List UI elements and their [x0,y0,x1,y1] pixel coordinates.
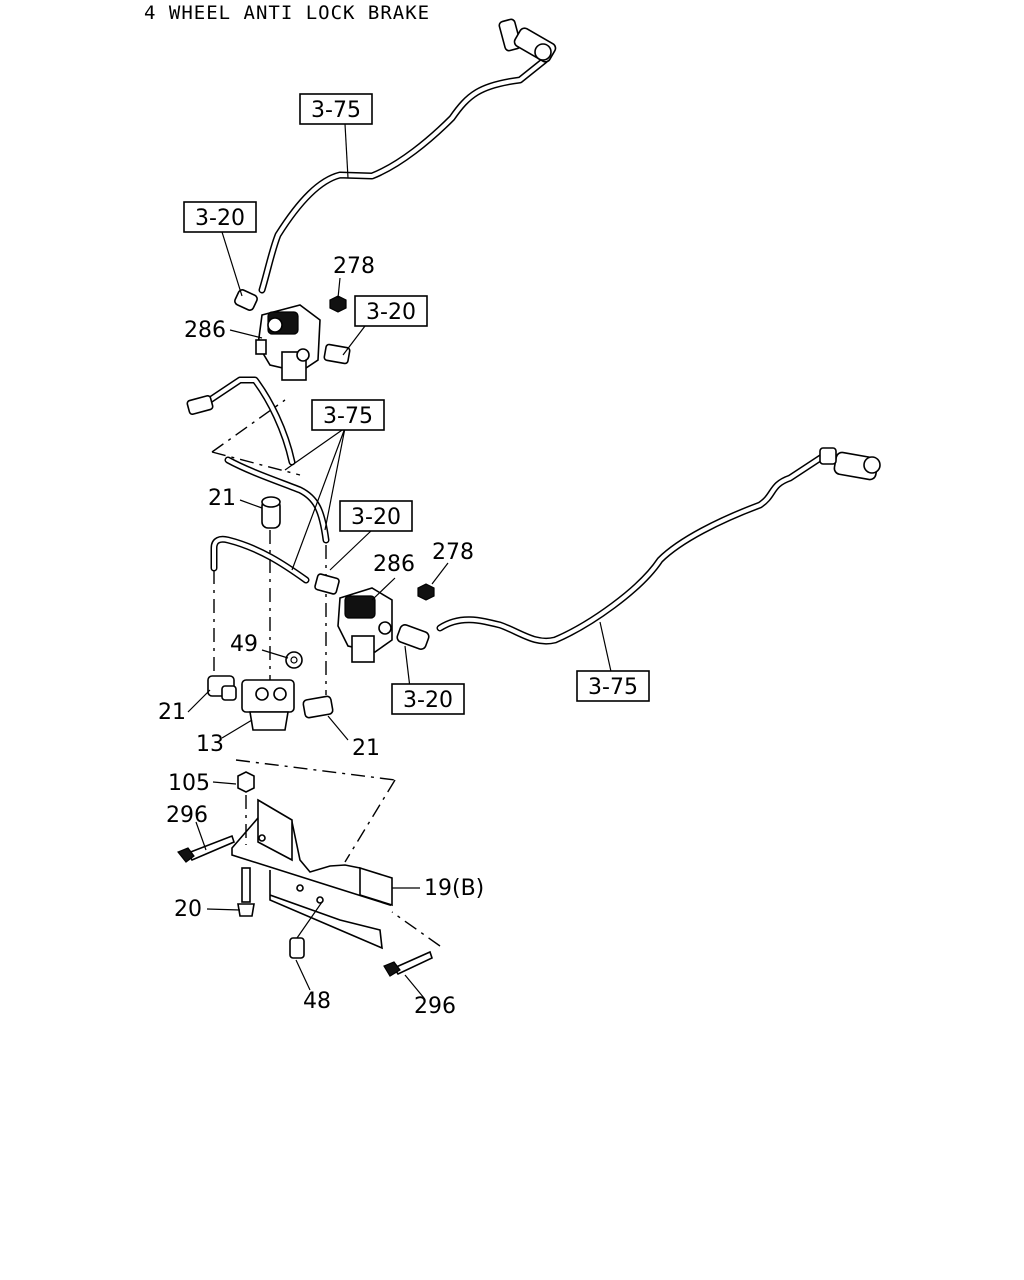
ref-label: 3-20 [195,206,245,231]
top-pipe-fitting [498,18,557,63]
ref-label: 3-75 [311,98,361,123]
lower-valve-left-fitting [314,573,340,595]
ref-label: 3-20 [366,300,416,325]
upper-modulator-valve [255,304,321,381]
part-label-13: 13 [196,732,224,757]
bolt-296-right [383,950,433,977]
part-label-105: 105 [168,771,210,796]
ref-box-3-20-upper-left[interactable]: 3-20 [183,201,257,233]
part-label-286-lower: 286 [373,552,415,577]
ref-box-3-75-lower[interactable]: 3-75 [576,670,650,702]
mounting-bracket-19b [231,798,393,950]
part-label-278-upper: 278 [333,254,375,279]
ref-label: 3-75 [588,675,638,700]
part-label-278-lower: 278 [432,540,474,565]
upper-valve-elbow [234,289,258,311]
part-label-296-right: 296 [414,994,456,1019]
ref-box-3-20-upper-right[interactable]: 3-20 [354,295,428,327]
part-label-296-left: 296 [166,803,208,828]
part-label-21-left: 21 [158,700,186,725]
ref-label: 3-20 [351,505,401,530]
left-short-pipe [186,376,296,466]
lower-modulator-valve [337,587,393,663]
elbow-fitting-21-right [302,695,334,719]
ref-box-3-20-middle[interactable]: 3-20 [339,500,413,532]
ref-box-3-20-lower[interactable]: 3-20 [391,683,465,715]
ref-label: 3-75 [323,404,373,429]
lower-nut-278 [417,583,435,601]
part-label-19b: 19(B) [424,876,484,901]
nut-105 [237,771,255,793]
part-label-286-upper: 286 [184,318,226,343]
junction-block-13 [241,679,295,731]
union-fitting-21-top [261,496,281,529]
part-label-49: 49 [230,632,258,657]
ref-box-3-75-top[interactable]: 3-75 [299,93,373,125]
nut-49 [285,651,303,669]
middle-pipes [210,456,330,584]
ref-box-3-75-middle[interactable]: 3-75 [311,399,385,431]
bolt-48 [289,901,323,959]
elbow-fitting-21-left [207,675,237,701]
part-label-21-top: 21 [208,486,236,511]
lower-valve-elbow [396,624,430,650]
upper-nut-278 [329,295,347,313]
leader-lines [187,123,613,999]
part-label-21-right: 21 [352,736,380,761]
upper-right-fitting [323,343,351,365]
part-label-20: 20 [174,897,202,922]
page-title: 4 WHEEL ANTI LOCK BRAKE [144,2,431,24]
upper-brake-pipe [258,56,549,294]
part-label-48: 48 [303,989,331,1014]
right-pipe-fitting [819,447,881,481]
bolt-20 [237,867,255,917]
lower-brake-pipe [436,451,829,645]
bolt-296-left [177,834,235,863]
ref-label: 3-20 [403,688,453,713]
